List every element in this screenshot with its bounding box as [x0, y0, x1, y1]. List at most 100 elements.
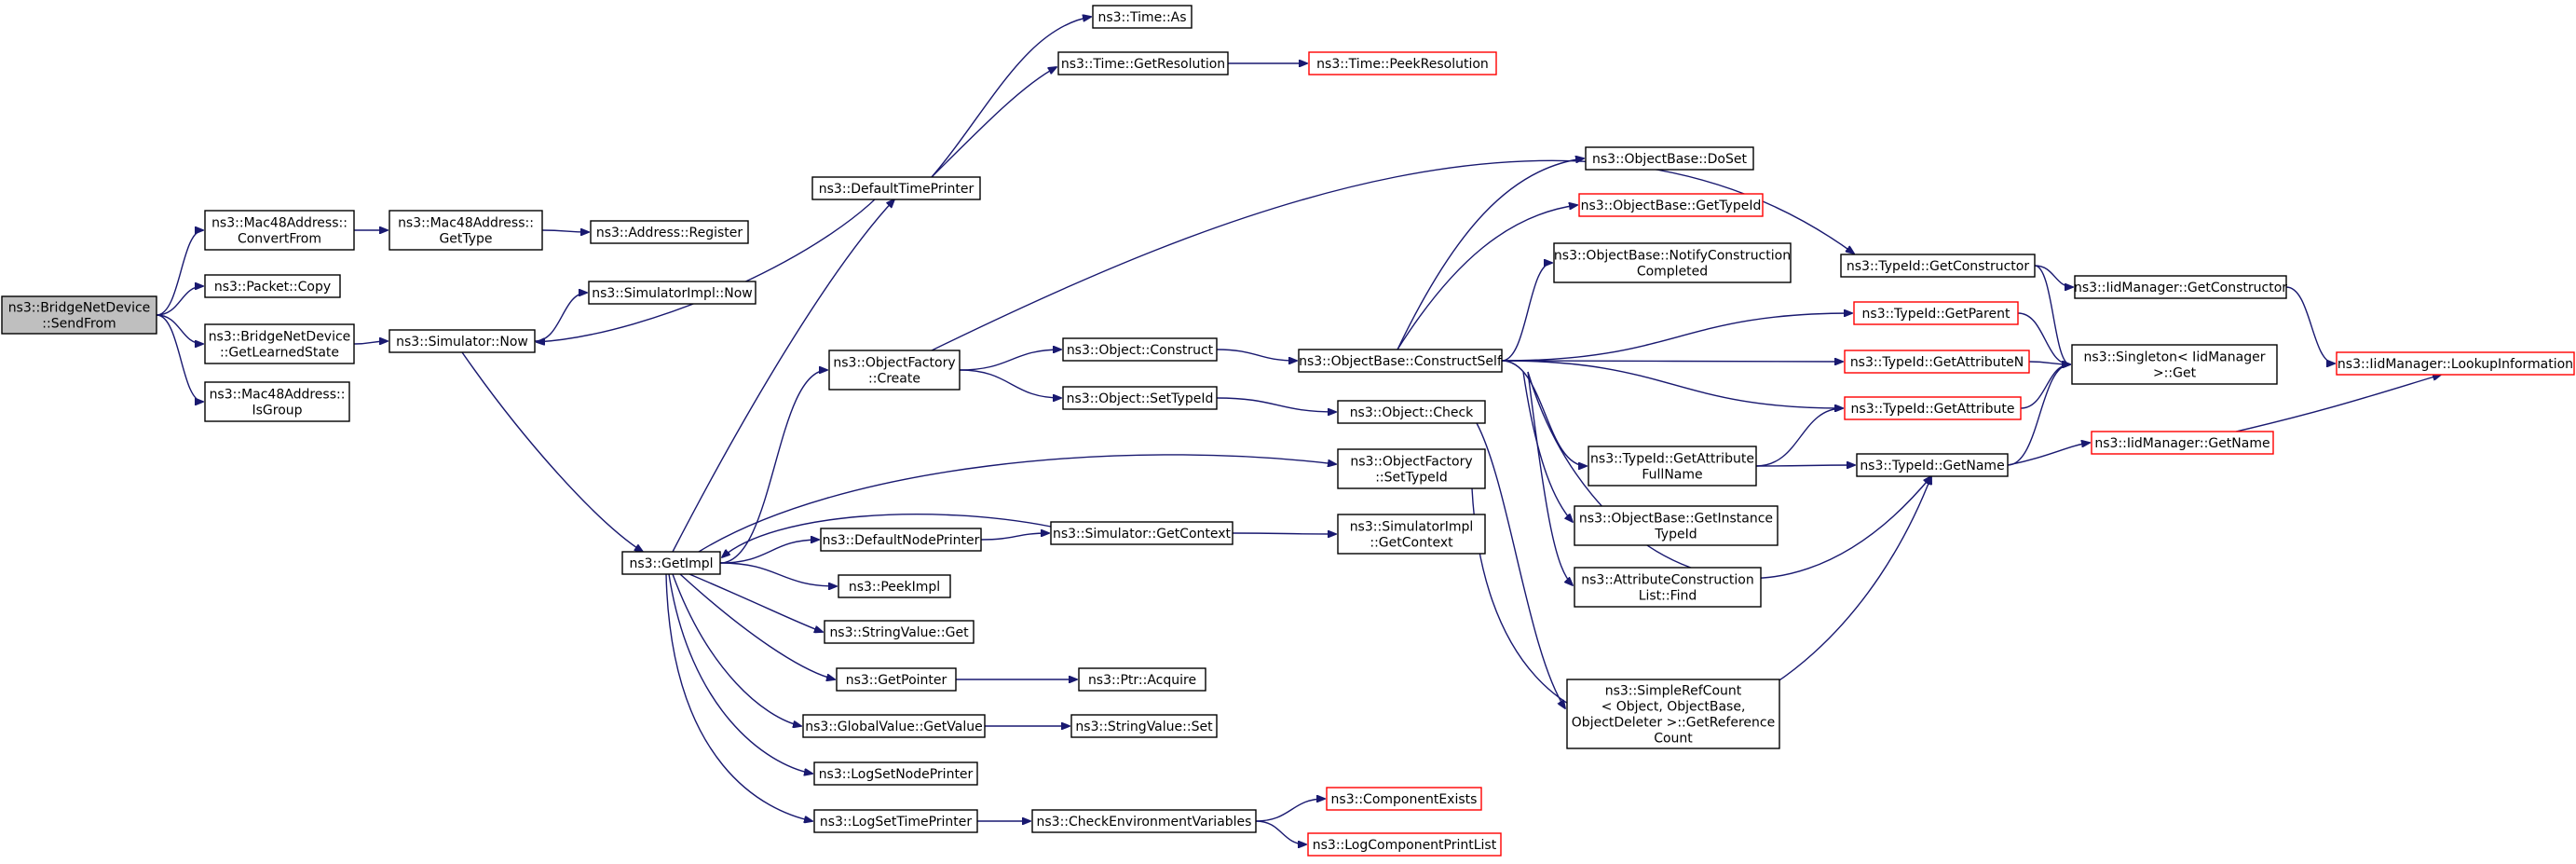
- node-defaultnodeprinter[interactable]: ns3::DefaultNodePrinter: [820, 528, 982, 552]
- node-iid-getconstructor[interactable]: ns3::IidManager::GetConstructor: [2074, 275, 2287, 299]
- node-notifyconstruction[interactable]: ns3::ObjectBase::NotifyConstructionCompl…: [1553, 242, 1792, 283]
- node-label: List::Find: [1639, 589, 1697, 604]
- node-mac-gettype[interactable]: ns3::Mac48Address::GetType: [388, 210, 543, 251]
- node-box: [204, 274, 341, 298]
- node-logtimeprinter[interactable]: ns3::LogSetTimePrinter: [813, 809, 978, 833]
- node-label: ns3::GetPointer: [846, 673, 947, 688]
- node-label: ::SetTypeId: [1375, 471, 1448, 486]
- node-label: FullName: [1642, 468, 1702, 483]
- node-label: ::GetLearnedState: [220, 346, 339, 361]
- node-simimpl-now[interactable]: ns3::SimulatorImpl::Now: [588, 281, 756, 305]
- node-obj-construct[interactable]: ns3::Object::Construct: [1062, 337, 1218, 362]
- edge-constructself-to-typeid-getattribute: [1501, 360, 1843, 408]
- node-box: [1844, 396, 2022, 420]
- node-singleton-get[interactable]: ns3::Singleton< IidManager >::Get: [2071, 344, 2278, 385]
- node-box: [836, 667, 957, 692]
- node-globalvalue-getvalue[interactable]: ns3::GlobalValue::GetValue: [802, 714, 986, 738]
- node-defaulttimeprinter[interactable]: ns3::DefaultTimePrinter: [811, 176, 981, 200]
- node-peekimpl[interactable]: ns3::PeekImpl: [838, 574, 951, 598]
- node-stringvalue-get[interactable]: ns3::StringValue::Get: [824, 620, 975, 644]
- node-box: [802, 714, 986, 738]
- node-obj-check[interactable]: ns3::Object::Check: [1337, 400, 1486, 424]
- node-sim-now[interactable]: ns3::Simulator::Now: [388, 329, 536, 353]
- node-simimpl-getcontext[interactable]: ns3::SimulatorImpl::GetContext: [1337, 514, 1486, 555]
- edge-constructself-to-notifyconstruction: [1501, 263, 1552, 362]
- edge-objfactory-create-to-typeid-getconstructor: [931, 159, 1854, 351]
- edge-sim-getcontext-to-getimpl: [722, 514, 1052, 557]
- node-layer: ns3::BridgeNetDevice::SendFromns3::Mac48…: [1, 5, 2575, 857]
- edge-objfactory-create-to-obj-construct: [959, 350, 1061, 371]
- node-lognodeprinter[interactable]: ns3::LogSetNodePrinter: [813, 761, 978, 786]
- node-label: ns3::TypeId::GetAttributeN: [1850, 355, 2024, 370]
- node-typeid-getname[interactable]: ns3::TypeId::GetName: [1856, 453, 2009, 477]
- edge-sim-now-to-simimpl-now: [534, 293, 587, 342]
- node-label: ns3::IidManager::GetConstructor: [2074, 281, 2287, 295]
- node-box: [2074, 275, 2287, 299]
- node-getimpl[interactable]: ns3::GetImpl: [621, 551, 721, 575]
- node-box: [204, 210, 355, 251]
- node-stringvalue-set[interactable]: ns3::StringValue::Set: [1070, 714, 1218, 738]
- node-componentexists[interactable]: ns3::ComponentExists: [1326, 787, 1482, 811]
- edge-getimpl-to-logtimeprinter: [665, 573, 812, 821]
- node-box: [1337, 514, 1486, 555]
- node-label: ns3::SimpleRefCount: [1605, 684, 1742, 699]
- node-box: [838, 574, 951, 598]
- node-label: ::SendFrom: [42, 317, 116, 332]
- node-time-as[interactable]: ns3::Time::As: [1092, 5, 1193, 29]
- node-label: ns3::GetImpl: [629, 556, 713, 571]
- node-convertfrom[interactable]: ns3::Mac48Address::ConvertFrom: [204, 210, 355, 251]
- node-label: ns3::Object::SetTypeId: [1067, 391, 1214, 406]
- node-getpointer[interactable]: ns3::GetPointer: [836, 667, 957, 692]
- edge-constructself-to-typeid-getattributen: [1501, 361, 1843, 362]
- node-factory-settypeid[interactable]: ns3::ObjectFactory::SetTypeId: [1337, 448, 1486, 489]
- edge-getimpl-to-peekimpl: [719, 562, 837, 586]
- edge-obj-check-to-simplerefcount: [1476, 422, 1565, 708]
- node-sim-getcontext[interactable]: ns3::Simulator::GetContext: [1050, 521, 1233, 545]
- node-box: [1553, 242, 1792, 283]
- node-doset[interactable]: ns3::ObjectBase::DoSet: [1585, 146, 1754, 171]
- node-label: ConvertFrom: [238, 232, 321, 247]
- node-box: [1050, 521, 1233, 545]
- node-label: ns3::GlobalValue::GetValue: [805, 720, 982, 734]
- node-checkenv[interactable]: ns3::CheckEnvironmentVariables: [1031, 809, 1257, 833]
- node-label: GetType: [439, 232, 492, 247]
- node-box: [1070, 714, 1218, 738]
- edge-typeid-getattrfullname-to-typeid-getattribute: [1755, 408, 1843, 467]
- node-typeid-getconstructor[interactable]: ns3::TypeId::GetConstructor: [1840, 254, 2036, 278]
- node-label: ns3::PeekImpl: [849, 580, 940, 595]
- edge-typeid-getname-to-singleton-get: [2007, 364, 2070, 466]
- edge-obj-settypeid-to-obj-check: [1216, 397, 1336, 412]
- node-addr-register[interactable]: ns3::Address::Register: [590, 220, 749, 244]
- node-isgroup[interactable]: ns3::Mac48Address::IsGroup: [204, 381, 350, 422]
- node-typeid-getattribute[interactable]: ns3::TypeId::GetAttribute: [1844, 396, 2022, 420]
- node-constructself[interactable]: ns3::ObjectBase::ConstructSelf: [1298, 349, 1503, 373]
- edge-sim-now-to-getimpl: [461, 351, 643, 552]
- node-label: ns3::Time::PeekResolution: [1316, 57, 1489, 72]
- node-logcomponentprintlist[interactable]: ns3::LogComponentPrintList: [1307, 832, 1502, 857]
- node-packet-copy[interactable]: ns3::Packet::Copy: [204, 274, 341, 298]
- node-ob-gettypeid[interactable]: ns3::ObjectBase::GetTypeId: [1578, 193, 1764, 217]
- node-box: [1031, 809, 1257, 833]
- node-typeid-getattributen[interactable]: ns3::TypeId::GetAttributeN: [1844, 350, 2030, 374]
- node-time-peekres[interactable]: ns3::Time::PeekResolution: [1308, 51, 1497, 75]
- edge-getimpl-to-defaultnodeprinter: [719, 540, 819, 564]
- node-iid-getname[interactable]: ns3::IidManager::GetName: [2091, 431, 2274, 455]
- node-box: [1840, 254, 2036, 278]
- node-label: IsGroup: [252, 404, 302, 418]
- node-objfactory-create[interactable]: ns3::ObjectFactory::Create: [828, 350, 961, 391]
- node-box: [1337, 400, 1486, 424]
- node-typeid-getparent[interactable]: ns3::TypeId::GetParent: [1853, 301, 2019, 325]
- node-time-getres[interactable]: ns3::Time::GetResolution: [1057, 51, 1229, 75]
- node-getlearnedstate[interactable]: ns3::BridgeNetDevice::GetLearnedState: [204, 323, 355, 364]
- node-simplerefcount[interactable]: ns3::SimpleRefCount< Object, ObjectBase,…: [1566, 679, 1780, 749]
- node-box: [2071, 344, 2278, 385]
- node-label: ns3::IidManager::LookupInformation: [2337, 357, 2573, 372]
- node-label: ns3::Mac48Address::: [398, 216, 534, 231]
- node-ptr-acquire[interactable]: ns3::Ptr::Acquire: [1078, 667, 1206, 692]
- node-iid-lookupinfo[interactable]: ns3::IidManager::LookupInformation: [2336, 351, 2575, 376]
- node-obj-settypeid[interactable]: ns3::Object::SetTypeId: [1062, 386, 1218, 410]
- node-label: ns3::Object::Construct: [1067, 343, 1214, 358]
